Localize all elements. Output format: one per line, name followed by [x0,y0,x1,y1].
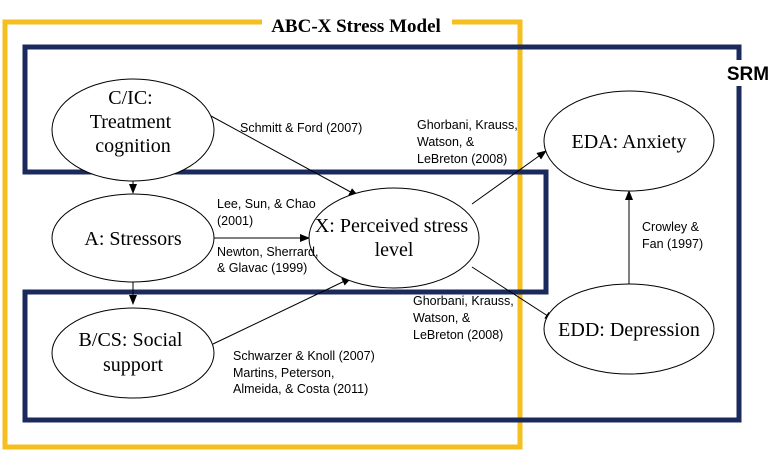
citation-lee-line1: Lee, Sun, & Chao [217,197,316,211]
srm-title-bg [724,60,768,86]
node-cic: C/IC: Treatment cognition [51,78,215,182]
citation-ghorbani-bottom-line3: LeBreton (2008) [413,328,503,342]
node-bcs-line2: support [103,354,163,376]
node-edd-line1: EDD: Depression [558,319,700,341]
citation-schmitt-line1: Schmitt & Ford (2007) [240,121,362,135]
node-x-line2: level [375,239,414,261]
citation-crowley-line1: Crowley & [642,220,700,234]
arrow-bcs-to-x [212,277,352,345]
citation-ghorbani-bottom: Ghorbani, Krauss, Watson, & LeBreton (20… [413,294,517,342]
citation-newton-sherrard-glavac: Newton, Sherrard, & Glavac (1999) [217,245,322,275]
citation-schmitt-ford: Schmitt & Ford (2007) [240,121,362,135]
svg-text:EDD: Depression: EDD: Depression [558,319,700,341]
citation-ghorbani-bottom-line1: Ghorbani, Krauss, [413,294,514,308]
citation-crowley-fan: Crowley & Fan (1997) [642,220,703,251]
citation-newton-line2: & Glavac (1999) [217,261,307,275]
citation-schwarzer-line2: Martins, Peterson, [233,366,334,380]
node-eda: EDA: Anxiety [543,90,715,192]
abcx-title: ABC-X Stress Model [271,16,441,37]
citation-schwarzer-line3: Almeida, & Costa (2011) [233,382,368,396]
svg-text:EDA: Anxiety: EDA: Anxiety [572,131,687,153]
node-a-line1: A: Stressors [84,228,181,250]
citation-ghorbani-top-line3: LeBreton (2008) [417,152,507,166]
svg-text:C/IC: Treatment co: C/IC: Treatment cognition [90,87,176,157]
node-x-line1: X: Perceived stress [315,215,469,237]
node-x: X: Perceived stress level [308,187,480,289]
citation-ghorbani-top: Ghorbani, Krauss, Watson, & LeBreton (20… [417,118,521,166]
svg-text:B/CS: Social support: B/CS: Social support [79,329,188,376]
node-eda-line1: EDA: Anxiety [572,131,687,153]
node-cic-line2: Treatment [90,111,172,133]
citation-ghorbani-top-line2: Watson, & [417,135,475,149]
node-edd: EDD: Depression [543,283,715,375]
node-bcs-line1: B/CS: Social [79,329,183,351]
citation-schwarzer-martins: Schwarzer & Knoll (2007) Martins, Peters… [233,349,378,396]
arrow-cic-to-x [210,115,359,197]
srm-title: SRM [727,64,769,85]
citation-lee-line2: (2001) [217,214,253,228]
citation-ghorbani-top-line1: Ghorbani, Krauss, [417,118,518,132]
arrow-x-to-edd [471,266,555,321]
srm-frame [22,44,742,423]
svg-text:X: Perceived stress leve: X: Perceived stress level [315,215,473,261]
svg-text:A: Stressors: A: Stressors [84,228,181,250]
node-cic-line3: cognition [95,135,171,157]
node-bcs: B/CS: Social support [51,307,215,399]
abcx-title-bg [262,14,452,36]
citation-crowley-line2: Fan (1997) [642,237,703,251]
node-cic-line1: C/IC: [108,87,152,109]
citation-lee-sun-chao: Lee, Sun, & Chao (2001) [217,197,319,228]
arrow-x-to-eda [471,150,547,205]
citation-schwarzer-line1: Schwarzer & Knoll (2007) [233,349,375,363]
citation-newton-line1: Newton, Sherrard, [217,245,318,259]
citation-ghorbani-bottom-line2: Watson, & [413,311,471,325]
node-a: A: Stressors [51,193,215,283]
